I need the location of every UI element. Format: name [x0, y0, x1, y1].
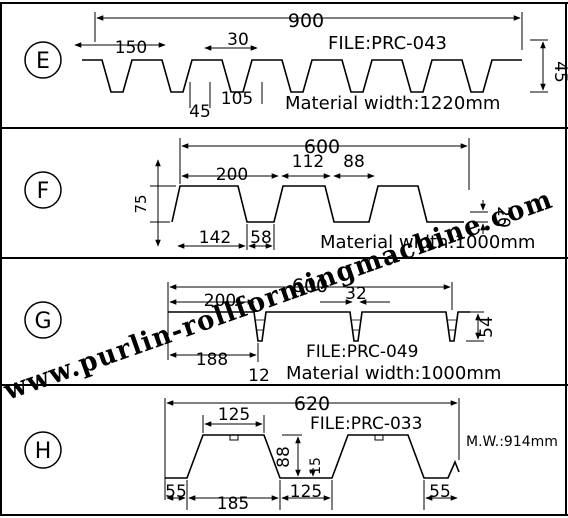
panel-h-dim-b4: 55 — [429, 482, 451, 502]
panel-g-material: Material width:1000mm — [286, 363, 501, 384]
panel-e-file: FILE:PRC-043 — [328, 33, 447, 54]
panel-h-dim-overall: 620 — [294, 393, 330, 415]
panel-g-dim-top-a: 200 — [204, 291, 236, 311]
panel-g-letter: G — [34, 309, 51, 334]
panel-g-circle — [24, 301, 62, 339]
panel-e-dim-bottom: 45 — [189, 102, 211, 122]
panel-e-profile — [82, 59, 522, 93]
panel-h-material: M.W.:914mm — [466, 434, 558, 450]
panel-f-dim-overall: 600 — [304, 136, 340, 158]
panel-h-dim-b1: 55 — [165, 482, 187, 502]
panel-f-dim-bottom-b: 58 — [250, 228, 272, 248]
panel-f-profile — [171, 185, 464, 223]
panel-f-dim-bottom-a: 142 — [199, 228, 231, 248]
panel-h-dim-top: 125 — [218, 405, 250, 425]
panel-h-circle — [24, 431, 62, 469]
panel-h: H 620 125 88 15 55 185 1 — [24, 393, 558, 514]
panel-e-letter: E — [36, 49, 50, 74]
panel-h-dim-b3: 125 — [290, 482, 322, 502]
panel-e-dim-gap: 105 — [221, 89, 253, 109]
panel-g-dim-overall: 600 — [292, 275, 328, 297]
panel-e-material: Material width:1220mm — [285, 93, 500, 114]
panel-f-dim-height: 75 — [132, 194, 150, 213]
panel-e-dim-height: 45 — [550, 61, 568, 83]
panel-g-rib-hatch — [256, 319, 456, 331]
panel-e-circle — [24, 41, 62, 79]
panel-f: F 600 200 112 88 75 142 58 20 — [24, 136, 535, 253]
panel-h-dim-b2: 185 — [217, 494, 249, 514]
panel-g-file: FILE:PRC-049 — [306, 342, 418, 362]
panel-h-dim-small: 15 — [308, 457, 324, 475]
panel-g-dim-bottom-b: 12 — [248, 366, 270, 386]
panel-f-letter: F — [37, 179, 50, 204]
panel-f-dim-top-c: 88 — [343, 152, 365, 172]
panel-g: G 600 200 32 54 188 12 FIL — [24, 275, 501, 386]
panel-h-dim-height: 88 — [274, 446, 294, 468]
panel-h-file: FILE:PRC-033 — [310, 414, 422, 434]
panel-f-dim-top-b: 112 — [292, 152, 324, 172]
panel-f-material: Material width:1000mm — [320, 232, 535, 253]
panel-h-letter: H — [35, 439, 52, 464]
panel-h-profile — [165, 434, 460, 479]
panel-g-dim-bottom-a: 188 — [196, 350, 228, 370]
panel-g-dim-top-b: 32 — [345, 284, 367, 304]
panel-h-stiffeners — [229, 435, 384, 441]
panel-e-dim-pitch: 150 — [115, 38, 147, 58]
panel-e: E 900 150 30 45 105 45 FILE:PRC-043 Mate… — [24, 10, 568, 122]
panel-e-dim-top: 30 — [227, 30, 249, 50]
panel-f-circle — [24, 171, 62, 209]
panel-g-profile — [168, 311, 470, 342]
panel-f-dim-top-a: 200 — [216, 165, 248, 185]
panel-f-dim-rib: 20 — [493, 206, 513, 228]
panel-g-dim-height: 54 — [477, 316, 497, 338]
panel-e-dim-overall: 900 — [288, 10, 324, 32]
